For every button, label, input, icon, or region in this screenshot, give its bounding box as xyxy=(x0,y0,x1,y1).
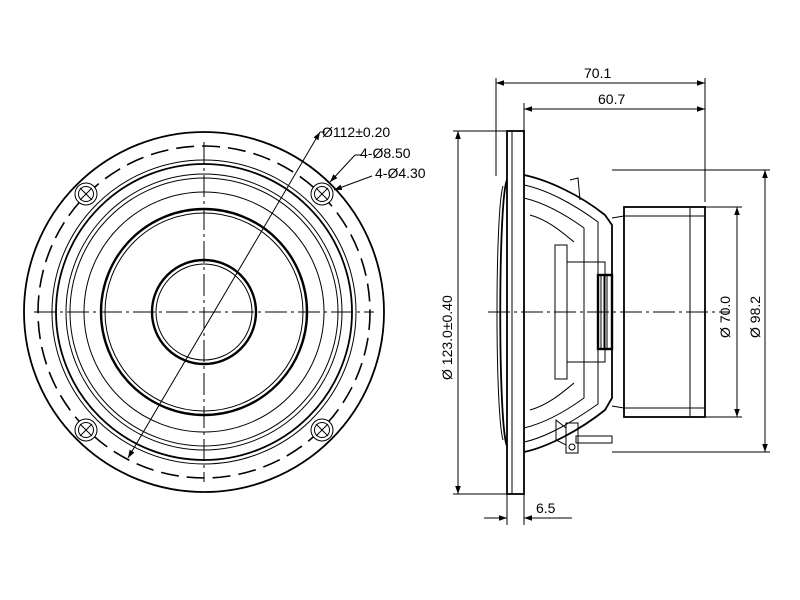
mounting-hole-bottom-left xyxy=(74,418,98,442)
diameter-leader-line xyxy=(127,131,321,459)
basket-rib-bottom xyxy=(529,382,575,411)
side-view xyxy=(488,130,730,495)
hole-large-leader xyxy=(329,154,356,183)
basket-rib-top xyxy=(529,214,575,243)
basket-diameter-label: Ø 98.2 xyxy=(747,296,763,338)
surround-lip xyxy=(499,179,508,447)
total-depth-label: 70.1 xyxy=(584,65,611,81)
basket-inner-line-1 xyxy=(523,184,599,443)
basket-top-tab xyxy=(569,177,581,201)
flange-thickness-label: 6.5 xyxy=(536,500,556,516)
front-view: Ø112±0.20 4-Ø8.50 4-Ø4.30 xyxy=(23,124,426,493)
body-depth-label: 60.7 xyxy=(598,91,625,107)
mounting-hole-top-right xyxy=(310,182,334,206)
outer-diameter-label: Ø112±0.20 xyxy=(322,124,390,140)
magnet-diameter-label: Ø 70.0 xyxy=(717,296,733,338)
hole-small-label: 4-Ø4.30 xyxy=(375,165,426,181)
flange-diameter-label: Ø 123.0±0.40 xyxy=(439,295,455,380)
side-dimensions: 70.1 60.7 Ø 123.0±0.40 Ø 70.0 Ø 98.2 6.5 xyxy=(439,65,770,525)
hole-small-leader xyxy=(333,175,373,191)
hole-large-label: 4-Ø8.50 xyxy=(360,145,411,161)
mounting-hole-top-left xyxy=(74,182,98,206)
terminal-block xyxy=(555,418,613,454)
mounting-hole-bottom-right xyxy=(310,418,334,442)
basket-inner-line-2 xyxy=(523,197,585,429)
